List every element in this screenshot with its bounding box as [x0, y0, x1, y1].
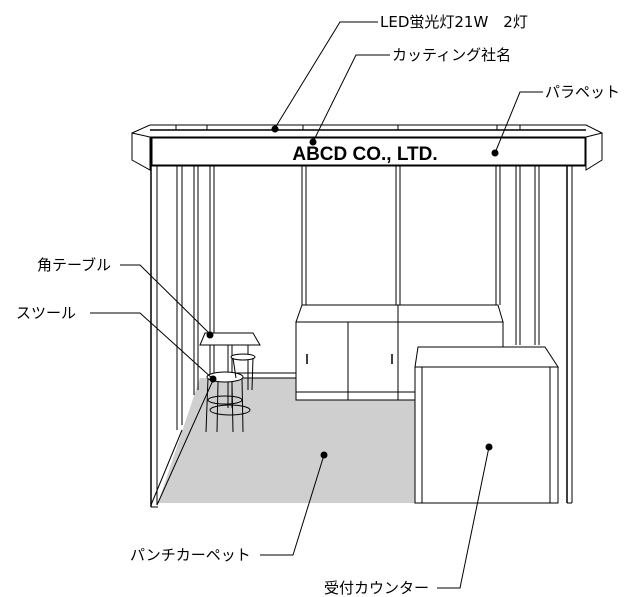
reception-counter — [414, 346, 559, 504]
label-square-table: 角テーブル — [37, 256, 111, 274]
label-reception-counter: 受付カウンター — [324, 579, 429, 597]
right-parapet-wing — [585, 132, 603, 171]
fascia-company-name: ABCD CO., LTD. — [292, 144, 437, 165]
roof-frame — [131, 124, 603, 134]
leader-lines — [90, 21, 543, 589]
parapet-board — [151, 137, 586, 167]
marker-dots — [206, 125, 499, 459]
right-side-frame — [515, 165, 573, 504]
label-stool: スツール — [16, 304, 76, 322]
punch-carpet-floor — [158, 378, 418, 503]
left-parapet-wing — [131, 132, 151, 171]
label-punch-carpet: パンチカーペット — [130, 546, 251, 564]
label-led-light: LED蛍光灯21W 2灯 — [380, 13, 528, 31]
label-cutting-company-name: カッティング社名 — [392, 46, 511, 64]
label-parapet: パラペット — [545, 83, 620, 101]
